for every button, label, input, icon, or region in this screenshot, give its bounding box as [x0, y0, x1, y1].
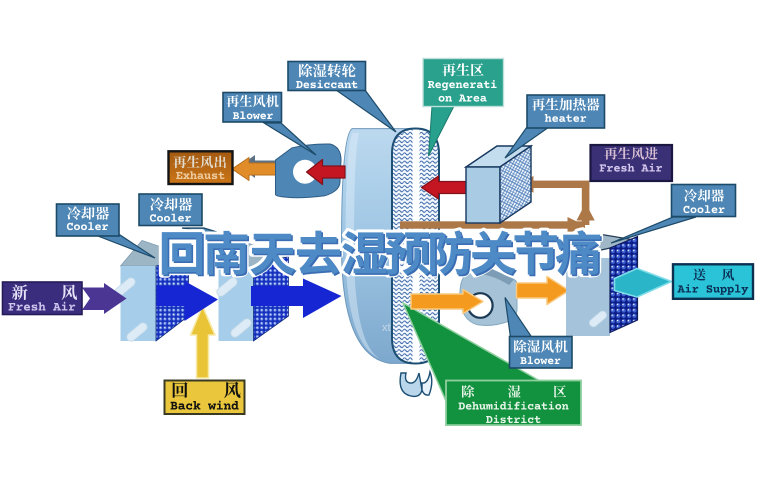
svg-text:xt: xt [382, 322, 391, 334]
